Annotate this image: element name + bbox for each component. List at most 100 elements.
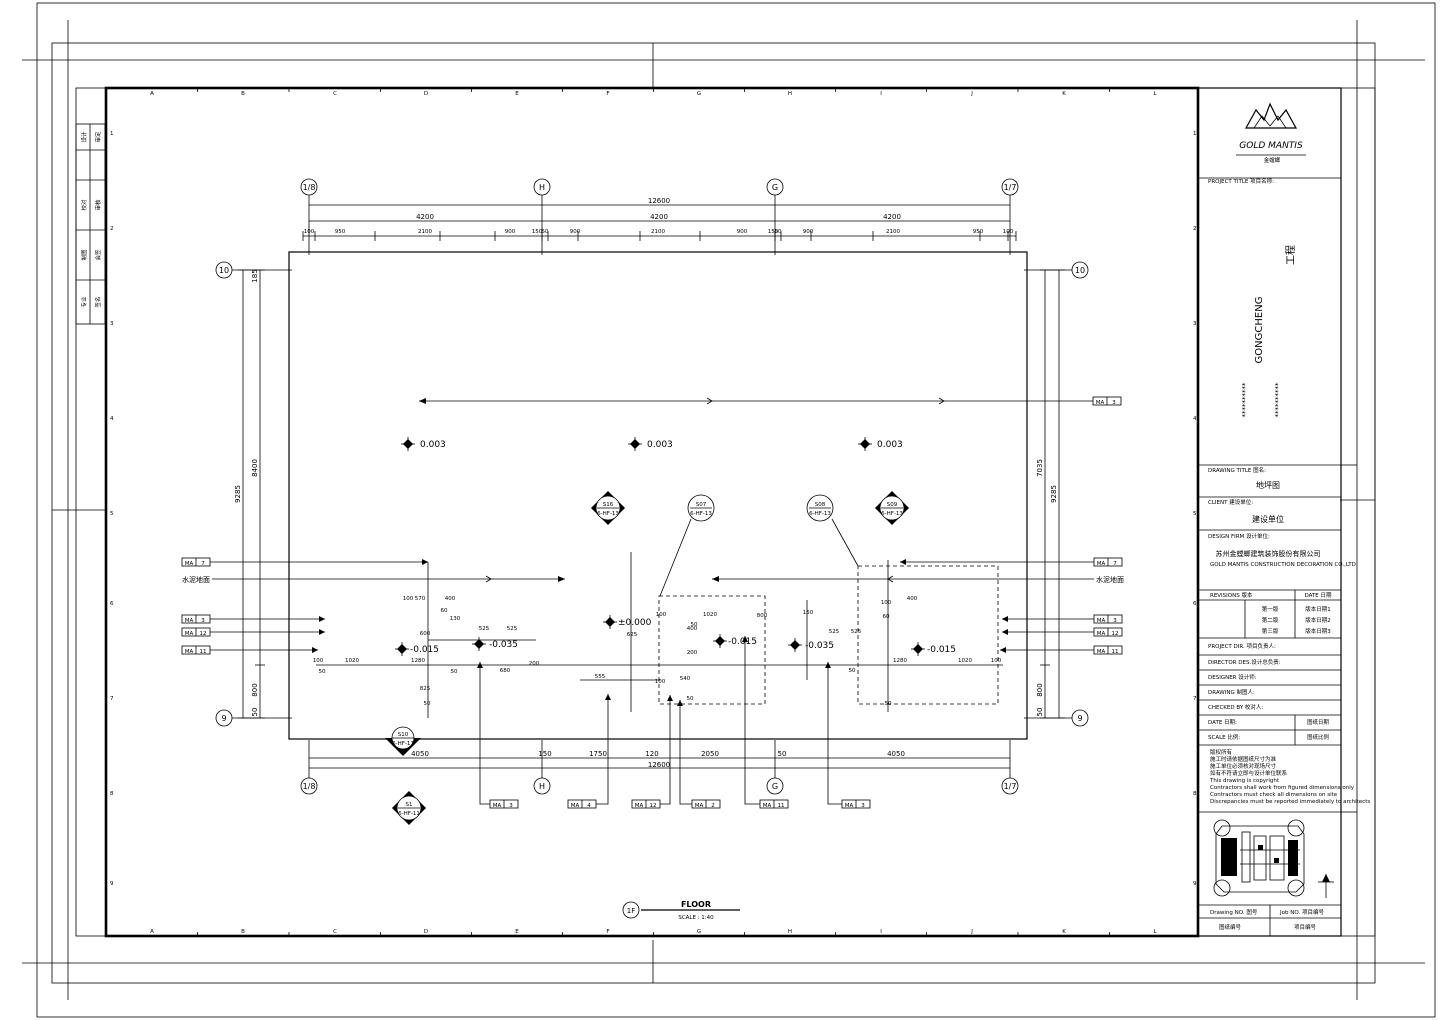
svg-text:Job NO. 项目编号: Job NO. 项目编号 [1279,908,1324,916]
svg-text:10: 10 [219,266,229,275]
inner-dim: 1020 [345,658,359,664]
grid-col-top: L [1153,91,1157,97]
grid-row-left: 8 [110,791,114,797]
svg-text:4050: 4050 [887,750,905,758]
grid-row-left: 9 [110,881,114,887]
svg-text:Drawing NO. 图号: Drawing NO. 图号 [1210,908,1258,916]
grid-col-bottom: J [970,929,973,935]
svg-text:MA: MA [1097,618,1106,624]
top-detail-dim: 950 [335,229,346,235]
svg-text:10: 10 [1075,266,1085,275]
inner-dim: 825 [420,686,431,692]
svg-text:0.003: 0.003 [647,440,673,450]
svg-text:3: 3 [509,803,513,809]
svg-text:建设单位: 建设单位 [1252,514,1284,524]
svg-text:**********: ********** [1241,382,1249,418]
svg-text:MA: MA [635,803,644,809]
svg-text:MA: MA [185,649,194,655]
svg-text:9: 9 [221,714,226,723]
inner-dimension-lines [316,552,1003,718]
design-firm: DESIGN FIRM 设计单位: 苏州金螳螂建筑装饰股份有限公司 GOLD M… [1208,532,1356,568]
right-dimensions: 7035 9285 800 50 [1036,269,1065,719]
inner-dim: 570 [415,596,426,602]
grid-col-bottom: D [424,929,428,935]
svg-text:9285: 9285 [1050,485,1058,503]
level-mark-right-low: -0.015 [911,642,956,656]
material-leader-left: 水泥地面 [182,575,565,584]
inner-dim: 50 [451,669,458,675]
svg-text:施工单位必须核对现场尺寸: 施工单位必须核对现场尺寸 [1210,762,1277,770]
level-mark-2: 0.003 [628,437,673,451]
svg-text:12600: 12600 [648,197,670,205]
svg-text:FLOOR: FLOOR [681,900,711,909]
svg-text:H: H [539,183,545,192]
inner-dim: 600 [420,631,431,637]
svg-text:Contractors shall work from fi: Contractors shall work from figured dime… [1210,785,1355,791]
svg-text:This drawing is copyright: This drawing is copyright [1209,778,1280,784]
inner-dim: 555 [595,674,606,680]
svg-text:4200: 4200 [883,213,901,221]
drawing-title: DRAWING TITLE 图名: 地坪图 [1208,466,1280,490]
svg-text:6-HF-11: 6-HF-11 [392,741,414,747]
svg-text:12: 12 [1112,631,1119,637]
bottom-dimension-mid: 4050 150 1750 120 2050 50 4050 [309,750,1010,759]
side-strip-table: 设计审定校对审核制图会签专业签名 [75,123,106,325]
grid-row-right: 3 [1193,321,1197,327]
grid-col-bottom: C [333,929,337,935]
top-detail-dim: 50 [775,229,782,235]
svg-text:±0.000: ±0.000 [618,618,652,628]
svg-text:**********: ********** [1274,382,1282,418]
svg-text:2: 2 [711,803,715,809]
svg-text:50: 50 [251,708,259,717]
top-detail-dim: 100 [1003,229,1014,235]
grid-row-right: 2 [1193,226,1197,232]
inner-dim: 1020 [703,612,717,618]
svg-text:第三版: 第三版 [1262,627,1279,635]
grid-col-bottom: H [788,929,792,935]
axis-bottom-1-7: 1/7 [1001,740,1019,795]
inner-dim: 680 [500,668,511,674]
svg-text:MA: MA [185,618,194,624]
inner-dim: 1020 [958,658,972,664]
inner-dim: 50 [691,622,698,628]
grid-col-top: D [424,91,428,97]
title-block-notes: 版权所有 施工时请依据图纸尺寸为准 施工单位必须核对现场尺寸 如有不符请立即与设… [1209,748,1370,805]
axis-top-1-7: 1/7 [1001,178,1019,255]
inner-dim: 540 [680,676,691,682]
inner-dim: 525 [851,629,862,635]
svg-text:MA: MA [763,803,772,809]
top-detail-dim: 950 [973,229,984,235]
svg-text:3: 3 [201,618,205,624]
level-mark-left-mid: -0.035 [472,637,518,651]
svg-text:MA: MA [493,803,502,809]
inner-dim: 100 [655,679,666,685]
side-strip-label: 审定 [94,131,102,143]
svg-text:4: 4 [587,803,591,809]
svg-text:S10: S10 [398,732,409,738]
top-detail-dim: 150 [532,229,543,235]
svg-text:0.003: 0.003 [420,440,446,450]
top-dimension-total: 12600 [309,197,1010,206]
svg-text:4050: 4050 [411,750,429,758]
svg-text:1/7: 1/7 [1004,782,1017,791]
side-strip-label: 设计 [80,131,88,143]
inner-dim: 525 [507,626,518,632]
svg-text:50: 50 [778,750,787,758]
svg-text:S1: S1 [406,802,413,808]
grid-row-right: 8 [1193,791,1197,797]
top-detail-dim: 900 [737,229,748,235]
svg-text:7035: 7035 [1036,459,1044,477]
svg-text:SCALE 比例:: SCALE 比例: [1208,733,1240,741]
revisions: REVISIONS 版本 DATE 日期 第一版 版本日期1 第二版 版本日期2… [1210,591,1332,635]
grid-row-right: 1 [1193,131,1197,137]
grid-row-left: 1 [110,131,114,137]
grid-col-top: B [241,91,245,97]
svg-text:3: 3 [861,803,865,809]
floor-label: 1F FLOOR SCALE : 1:40 [622,900,740,921]
grid-row-left: 2 [110,226,114,232]
grid-col-bottom: K [1062,929,1066,935]
level-mark-center-low: -0.015 [713,634,757,648]
